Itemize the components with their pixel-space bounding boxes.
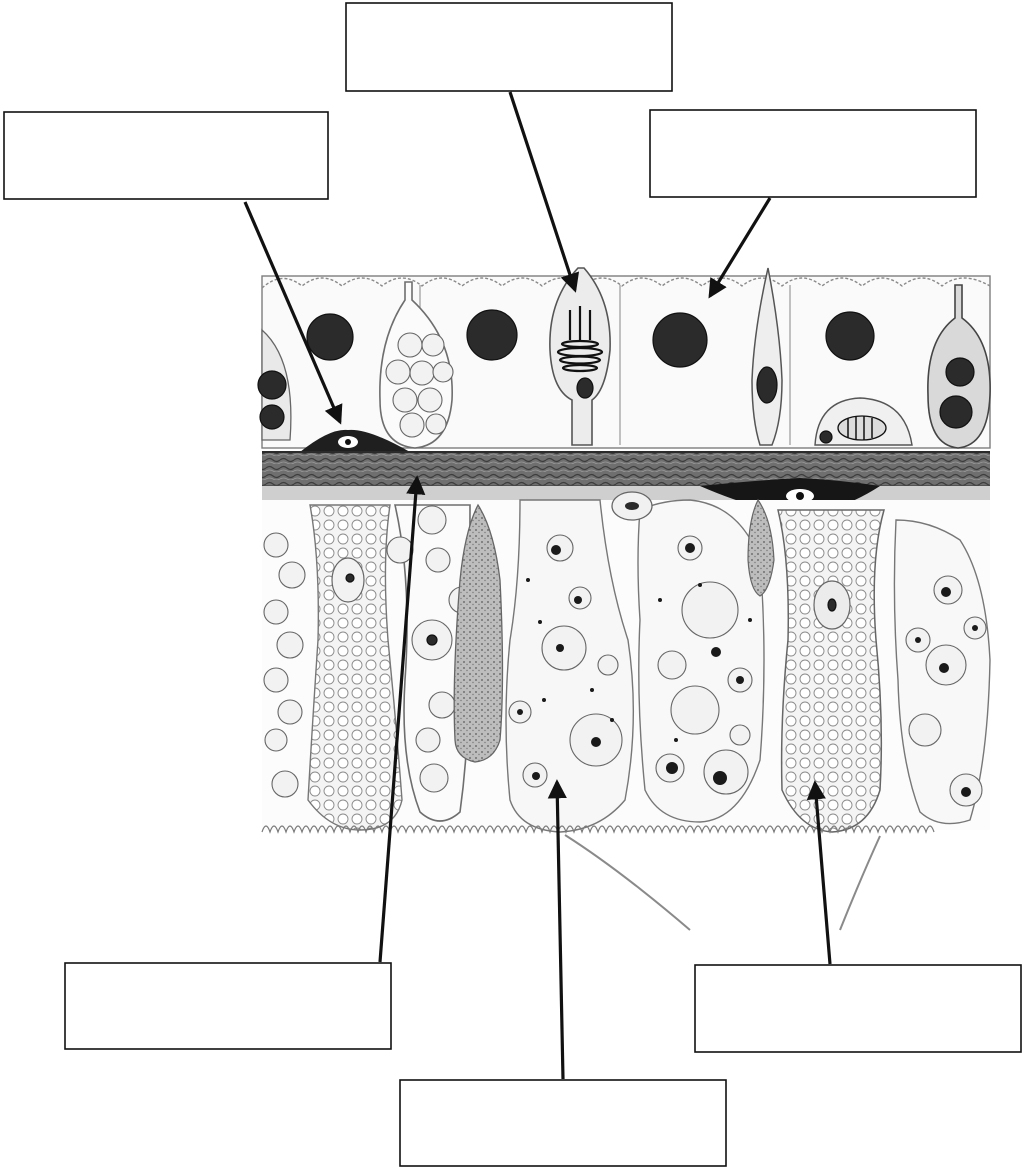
label-box-top-center[interactable] xyxy=(346,3,672,91)
basement-membrane-band xyxy=(262,452,990,486)
bubble-dense-cell xyxy=(778,510,884,832)
label-box-top-left[interactable] xyxy=(4,112,328,199)
trailing-fiber-left xyxy=(565,835,690,930)
label-box-top-right[interactable] xyxy=(650,110,976,197)
label-box-bottom-left[interactable] xyxy=(65,963,391,1049)
trailing-fiber-right xyxy=(840,836,880,930)
label-box-bottom-right[interactable] xyxy=(695,965,1021,1052)
arrow-top-center xyxy=(510,92,575,290)
tissue-illustration xyxy=(258,268,990,930)
label-box-bottom-center[interactable] xyxy=(400,1080,726,1166)
